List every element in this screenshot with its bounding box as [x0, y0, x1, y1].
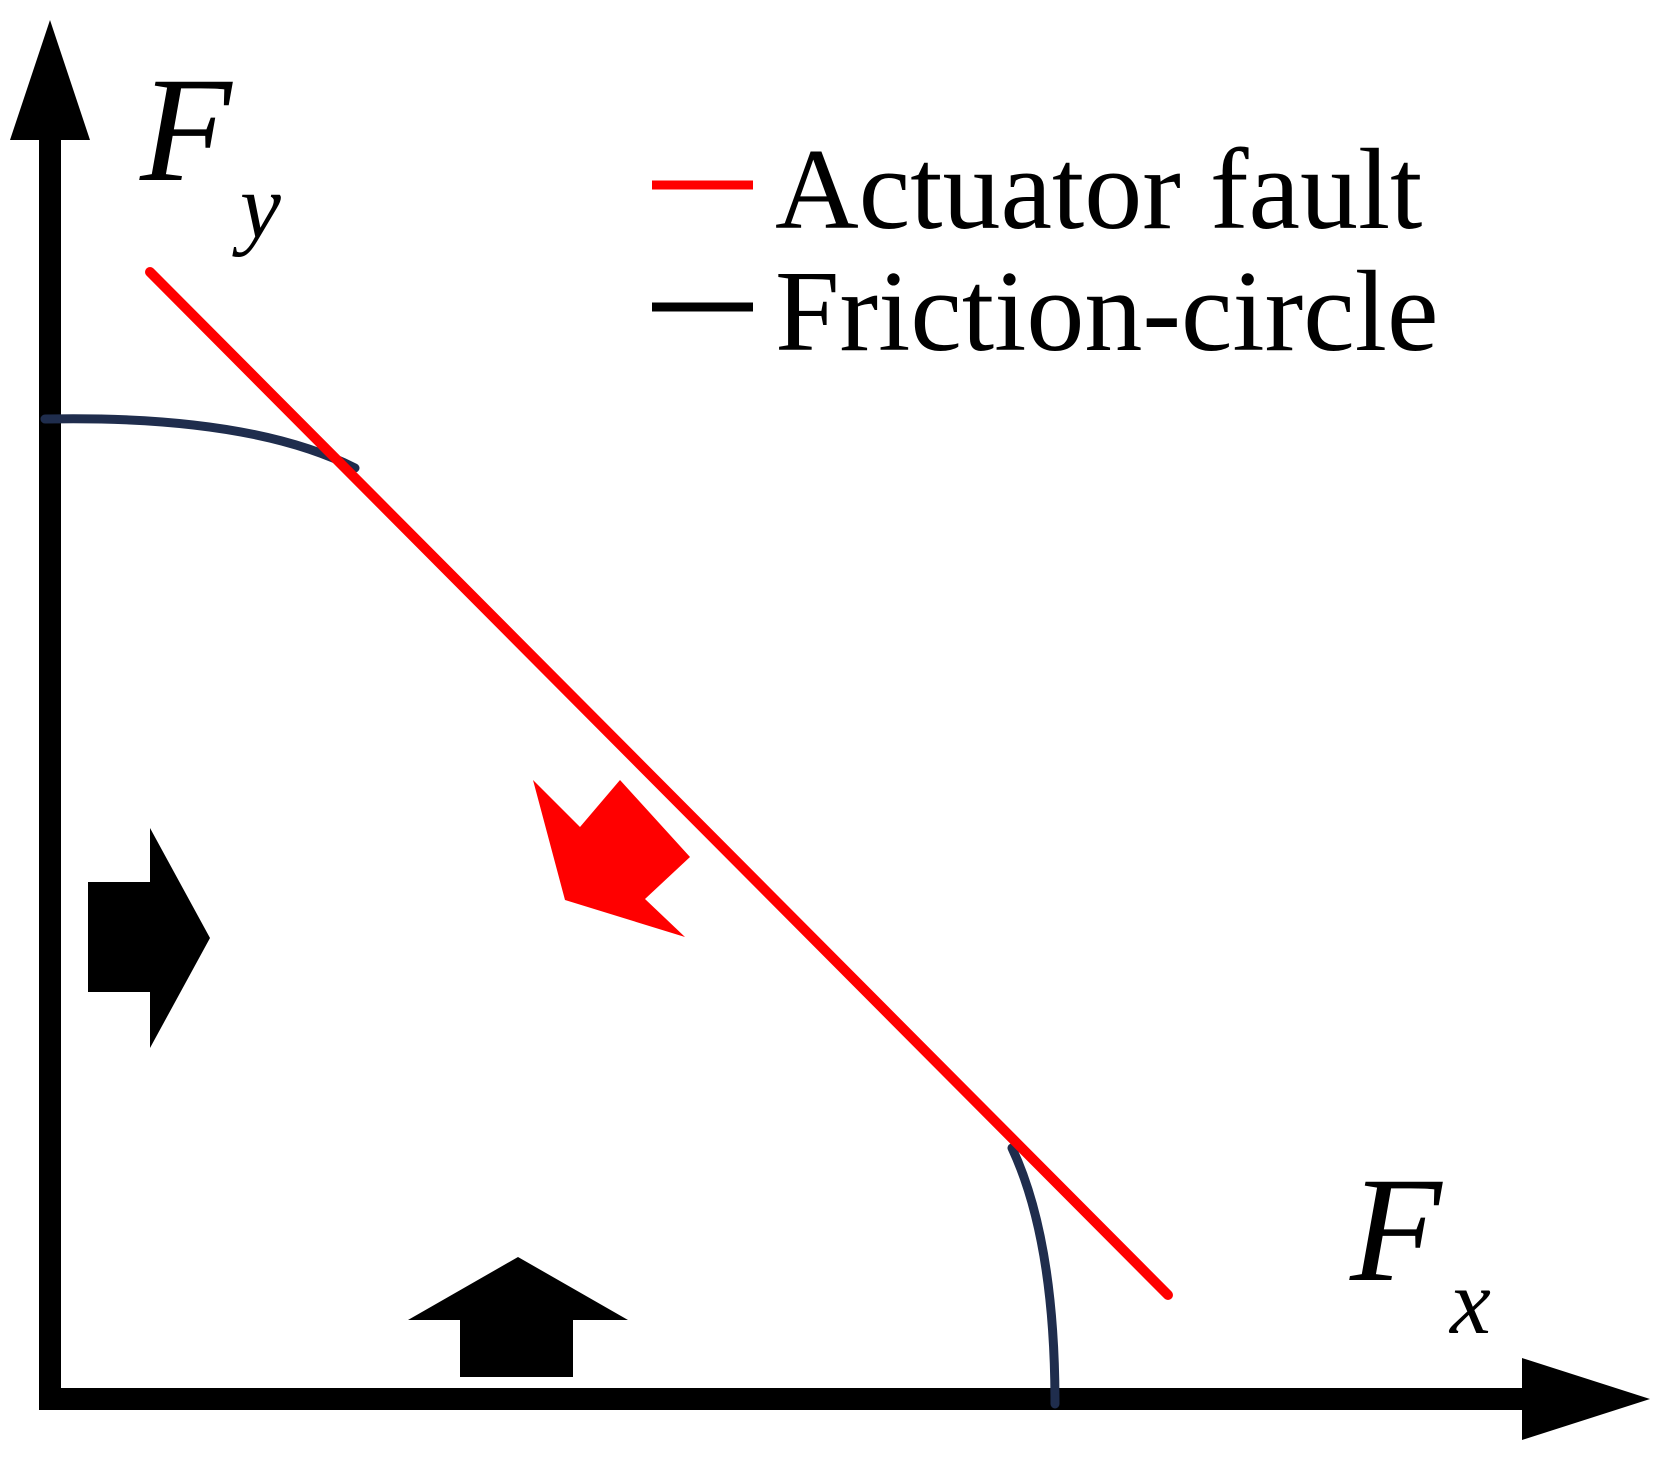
actuator-fault-line: [145, 267, 1173, 1300]
y-axis-subscript: y: [232, 155, 281, 257]
y-axis-arrowhead-icon: [10, 20, 90, 140]
x-axis: [40, 1358, 1650, 1440]
arrow-right-icon: [88, 828, 210, 1048]
y-axis-label: F: [139, 47, 233, 213]
legend-label-friction-circle: Friction-circle: [775, 248, 1439, 376]
x-axis-arrowhead-icon: [1522, 1358, 1650, 1440]
friction-circle-arc-bottom: [1007, 1143, 1060, 1409]
arrow-down-left-icon: [533, 780, 690, 937]
arrow-up-icon: [408, 1257, 628, 1377]
y-axis: [10, 20, 90, 1410]
legend: Actuator fault Friction-circle: [652, 126, 1439, 376]
x-axis-label: F: [1349, 1147, 1443, 1313]
legend-label-actuator-fault: Actuator fault: [775, 126, 1422, 254]
x-axis-subscript: x: [1448, 1251, 1491, 1353]
